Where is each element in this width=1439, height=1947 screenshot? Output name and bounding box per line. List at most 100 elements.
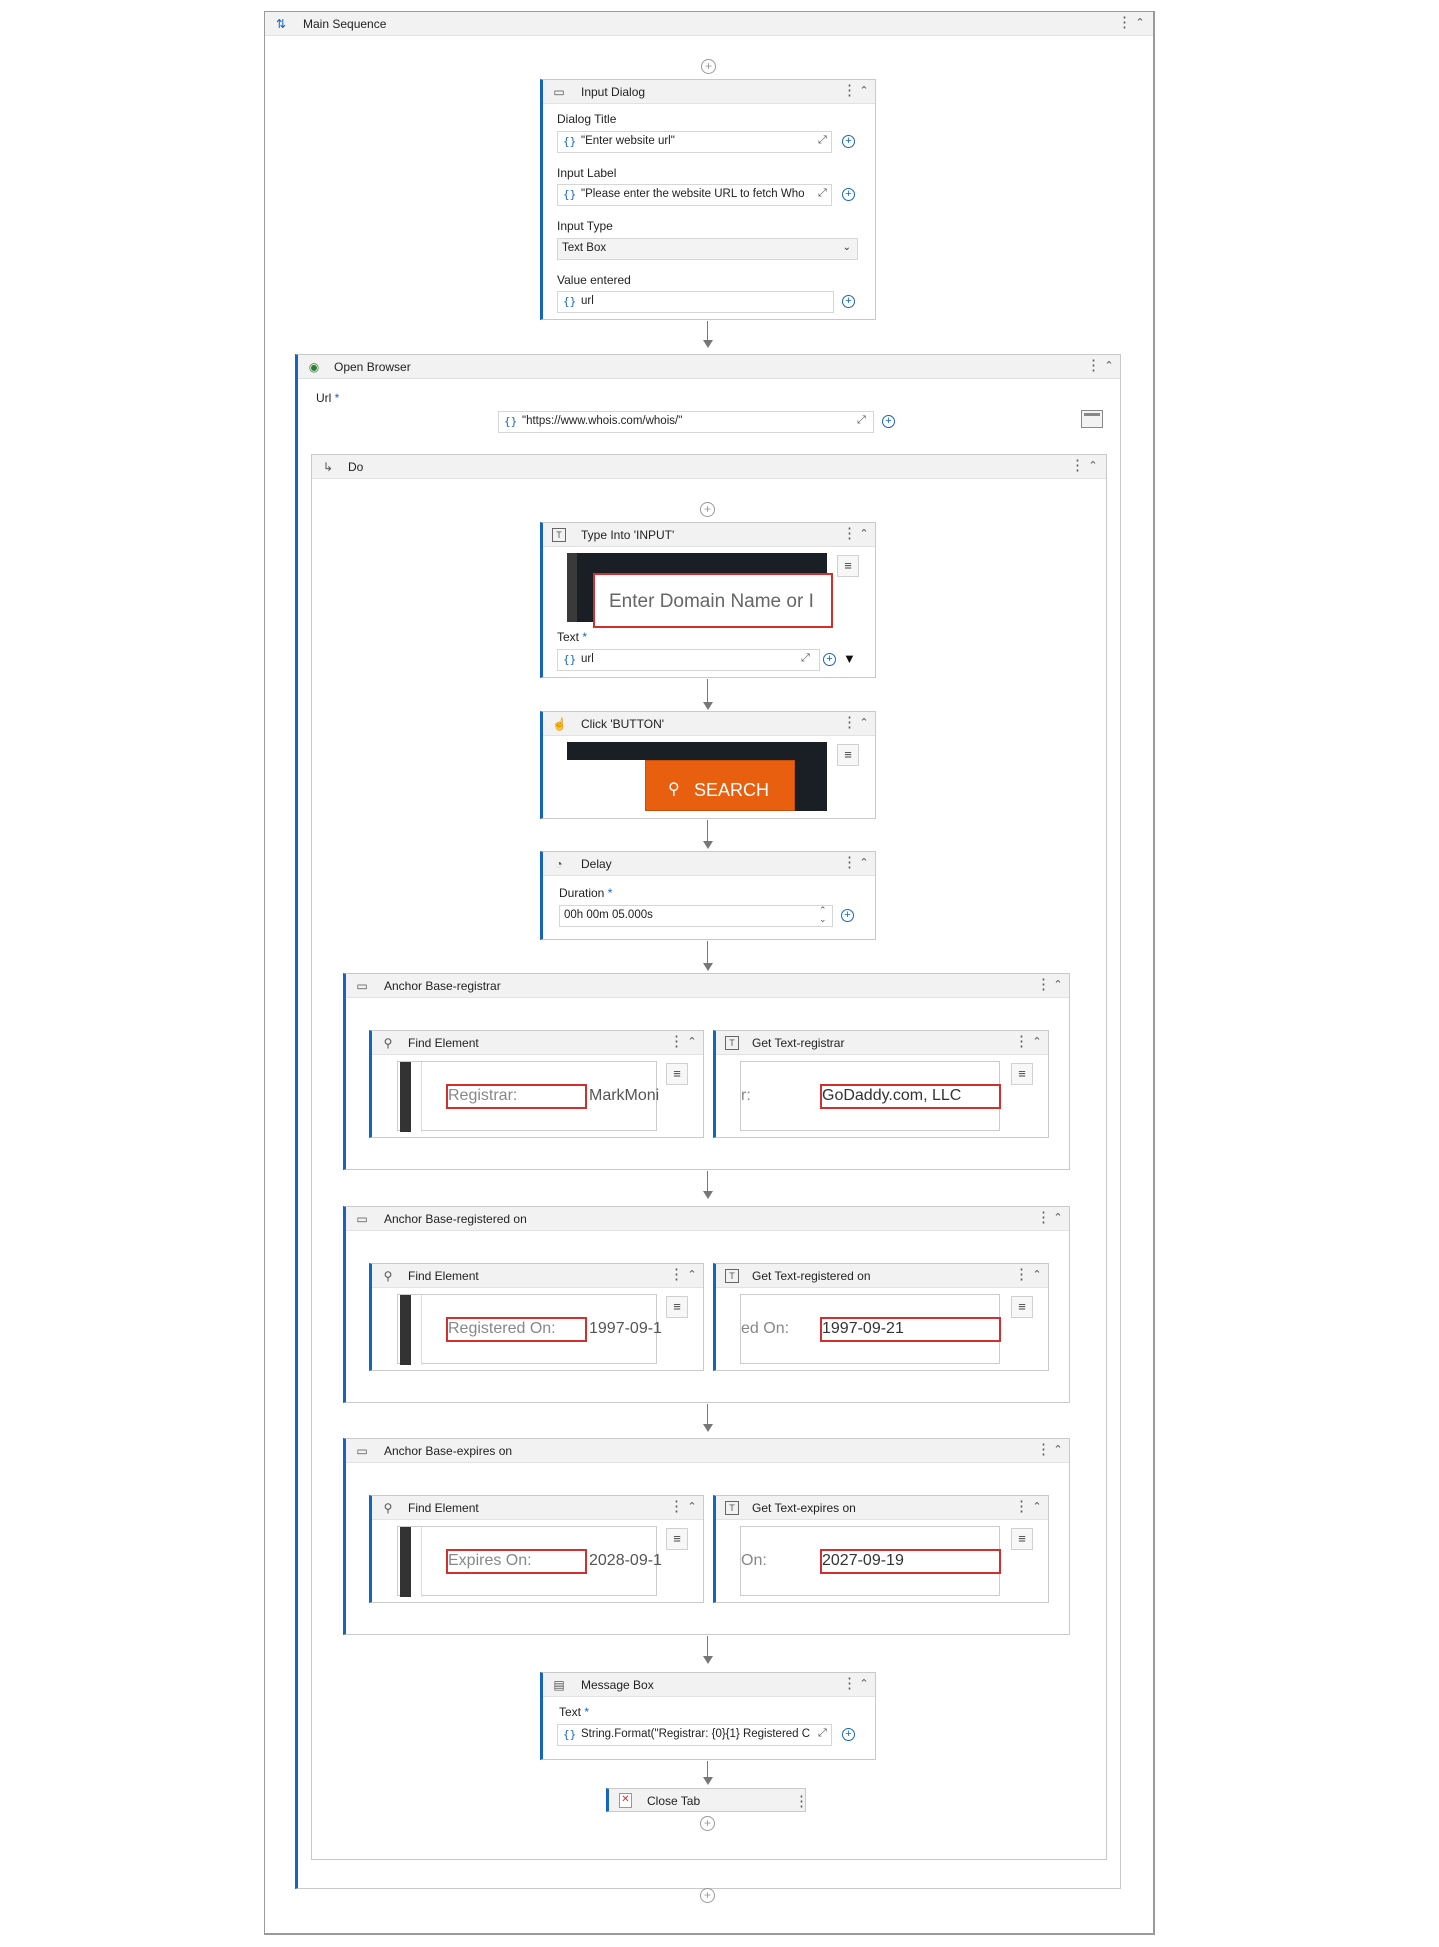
- expand-icon[interactable]: ⤢: [818, 1727, 827, 1739]
- value-entered-field[interactable]: {} url: [557, 291, 834, 313]
- more-icon[interactable]: ⋮: [669, 1498, 684, 1515]
- anchor-base-activity[interactable]: ▭ Anchor Base-registrar ⋮ ⌃ ⚲ Find Eleme…: [343, 973, 1070, 1170]
- more-icon[interactable]: ⋮: [1117, 14, 1132, 31]
- menu-icon[interactable]: ≡: [1011, 1063, 1033, 1085]
- more-icon[interactable]: ⋮: [842, 525, 857, 542]
- get-text-activity[interactable]: T Get Text-registrar ⋮ ⌃ r: GoDaddy.com,…: [713, 1030, 1049, 1138]
- more-icon[interactable]: ⋮: [842, 1675, 857, 1692]
- collapse-icon[interactable]: ⌃: [1032, 1269, 1042, 1281]
- collapse-icon[interactable]: ⌃: [1032, 1501, 1042, 1513]
- collapse-icon[interactable]: ⌃: [687, 1036, 697, 1048]
- more-icon[interactable]: ⋮: [669, 1033, 684, 1050]
- more-icon[interactable]: ⋮: [794, 1793, 809, 1810]
- expand-icon[interactable]: ⤢: [857, 414, 866, 426]
- find-element-activity[interactable]: ⚲ Find Element ⋮ ⌃ Expires On: 2028-09-1…: [369, 1495, 704, 1603]
- menu-icon[interactable]: ≡: [837, 744, 859, 766]
- collapse-icon[interactable]: ⌃: [1135, 17, 1145, 29]
- expand-icon[interactable]: ⤢: [818, 134, 827, 146]
- message-box-activity[interactable]: ▤ Message Box ⋮ ⌃ Text * {} String.Forma…: [540, 1672, 876, 1760]
- find-element-header[interactable]: ⚲ Find Element ⋮ ⌃: [372, 1031, 703, 1055]
- add-icon[interactable]: +: [842, 1728, 855, 1741]
- add-activity-button[interactable]: +: [700, 1888, 715, 1903]
- collapse-icon[interactable]: ⌃: [687, 1269, 697, 1281]
- anchor-base-header[interactable]: ▭ Anchor Base-registered on ⋮ ⌃: [346, 1207, 1069, 1231]
- find-element-activity[interactable]: ⚲ Find Element ⋮ ⌃ Registered On: 1997-0…: [369, 1263, 704, 1371]
- find-element-header[interactable]: ⚲ Find Element ⋮ ⌃: [372, 1496, 703, 1520]
- collapse-icon[interactable]: ⌃: [859, 85, 869, 97]
- collapse-icon[interactable]: ⌃: [859, 857, 869, 869]
- find-element-activity[interactable]: ⚲ Find Element ⋮ ⌃ Registrar: MarkMoni ≡: [369, 1030, 704, 1138]
- delay-activity[interactable]: ◔ Delay ⋮ ⌃ Duration * 00h 00m 05.000s ⌃…: [540, 851, 876, 940]
- more-icon[interactable]: ⋮: [1036, 976, 1051, 993]
- more-icon[interactable]: ⋮: [842, 82, 857, 99]
- more-icon[interactable]: ⋮: [1014, 1498, 1029, 1515]
- collapse-icon[interactable]: ⌃: [1053, 1212, 1063, 1224]
- find-element-header[interactable]: ⚲ Find Element ⋮ ⌃: [372, 1264, 703, 1288]
- main-sequence-header[interactable]: ⇅ Main Sequence ⋮ ⌃: [265, 12, 1153, 36]
- duration-field[interactable]: 00h 00m 05.000s ⌃⌄: [559, 905, 833, 927]
- input-dialog-activity[interactable]: ▭ Input Dialog ⋮ ⌃ Dialog Title {} "Ente…: [540, 79, 876, 320]
- do-header[interactable]: ↳ Do ⋮ ⌃: [312, 455, 1106, 479]
- dropdown-icon[interactable]: ⌄: [842, 242, 851, 253]
- collapse-icon[interactable]: ⌃: [1032, 1036, 1042, 1048]
- collapse-icon[interactable]: ⌃: [859, 1678, 869, 1690]
- add-activity-button[interactable]: +: [700, 502, 715, 517]
- text-field[interactable]: {} url ⤢: [557, 649, 820, 671]
- expand-icon[interactable]: ⤢: [801, 652, 810, 664]
- add-activity-button[interactable]: +: [700, 1816, 715, 1831]
- expand-icon[interactable]: ⤢: [818, 187, 827, 199]
- more-icon[interactable]: ⋮: [1014, 1033, 1029, 1050]
- anchor-base-activity[interactable]: ▭ Anchor Base-registered on ⋮ ⌃ ⚲ Find E…: [343, 1206, 1070, 1403]
- menu-icon[interactable]: ≡: [1011, 1296, 1033, 1318]
- get-text-header[interactable]: T Get Text-registered on ⋮ ⌃: [716, 1264, 1048, 1288]
- click-activity[interactable]: ☝ Click 'BUTTON' ⋮ ⌃ ⚲ SEARCH ≡: [540, 711, 876, 819]
- collapse-icon[interactable]: ⌃: [859, 528, 869, 540]
- type-into-activity[interactable]: T Type Into 'INPUT' ⋮ ⌃ Enter Domain Nam…: [540, 522, 876, 678]
- add-icon[interactable]: +: [842, 188, 855, 201]
- collapse-icon[interactable]: ⌃: [1053, 979, 1063, 991]
- more-icon[interactable]: ⋮: [1036, 1209, 1051, 1226]
- add-icon[interactable]: +: [882, 415, 895, 428]
- open-browser-header[interactable]: ◉ Open Browser ⋮ ⌃: [298, 355, 1120, 379]
- add-icon[interactable]: +: [841, 909, 854, 922]
- get-text-header[interactable]: T Get Text-registrar ⋮ ⌃: [716, 1031, 1048, 1055]
- menu-icon[interactable]: ≡: [837, 555, 859, 577]
- add-icon[interactable]: +: [842, 295, 855, 308]
- anchor-base-activity[interactable]: ▭ Anchor Base-expires on ⋮ ⌃ ⚲ Find Elem…: [343, 1438, 1070, 1635]
- more-icon[interactable]: ⋮: [1014, 1266, 1029, 1283]
- more-icon[interactable]: ⋮: [1036, 1441, 1051, 1458]
- menu-icon[interactable]: ≡: [1011, 1528, 1033, 1550]
- get-text-header[interactable]: T Get Text-expires on ⋮ ⌃: [716, 1496, 1048, 1520]
- collapse-icon[interactable]: ⌃: [1053, 1444, 1063, 1456]
- close-tab-activity[interactable]: ✕ Close Tab ⋮: [606, 1788, 809, 1812]
- delay-header[interactable]: ◔ Delay ⋮ ⌃: [543, 852, 875, 876]
- type-into-header[interactable]: T Type Into 'INPUT' ⋮ ⌃: [543, 523, 875, 547]
- input-type-select[interactable]: Text Box ⌄: [557, 238, 858, 260]
- add-activity-button[interactable]: +: [701, 59, 716, 74]
- more-icon[interactable]: ⋮: [842, 714, 857, 731]
- more-icon[interactable]: ⋮: [842, 854, 857, 871]
- collapse-icon[interactable]: ⌃: [859, 717, 869, 729]
- more-icon[interactable]: ⋮: [1070, 457, 1085, 474]
- menu-icon[interactable]: ≡: [666, 1528, 688, 1550]
- collapse-icon[interactable]: ⌃: [1088, 460, 1098, 472]
- message-box-header[interactable]: ▤ Message Box ⋮ ⌃: [543, 1673, 875, 1697]
- collapse-icon[interactable]: ⌃: [687, 1501, 697, 1513]
- message-text-field[interactable]: {} String.Format("Registrar: {0}{1} Regi…: [557, 1724, 832, 1746]
- get-text-activity[interactable]: T Get Text-registered on ⋮ ⌃ ed On: 1997…: [713, 1263, 1049, 1371]
- dropdown-icon[interactable]: ▼: [843, 651, 856, 666]
- add-icon[interactable]: +: [842, 135, 855, 148]
- add-icon[interactable]: +: [823, 653, 836, 666]
- get-text-activity[interactable]: T Get Text-expires on ⋮ ⌃ On: 2027-09-19…: [713, 1495, 1049, 1603]
- url-field[interactable]: {} "https://www.whois.com/whois/" ⤢: [498, 411, 874, 433]
- browser-indicate-icon[interactable]: [1081, 410, 1103, 428]
- spinner-icon[interactable]: ⌃⌄: [819, 905, 827, 924]
- collapse-icon[interactable]: ⌃: [1104, 360, 1114, 372]
- more-icon[interactable]: ⋮: [669, 1266, 684, 1283]
- menu-icon[interactable]: ≡: [666, 1063, 688, 1085]
- more-icon[interactable]: ⋮: [1086, 357, 1101, 374]
- menu-icon[interactable]: ≡: [666, 1296, 688, 1318]
- input-dialog-header[interactable]: ▭ Input Dialog ⋮ ⌃: [543, 80, 875, 104]
- anchor-base-header[interactable]: ▭ Anchor Base-expires on ⋮ ⌃: [346, 1439, 1069, 1463]
- click-header[interactable]: ☝ Click 'BUTTON' ⋮ ⌃: [543, 712, 875, 736]
